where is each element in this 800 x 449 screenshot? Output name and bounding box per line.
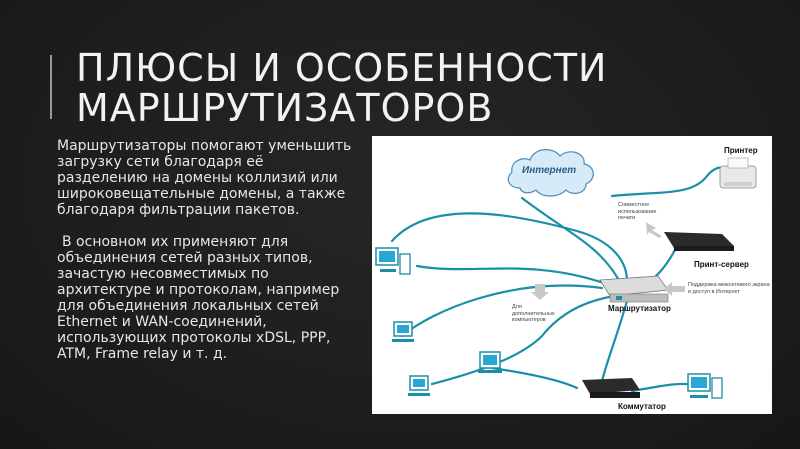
print-server-label: Принт-сервер [694, 260, 749, 269]
computer-icon-5 [687, 373, 723, 399]
printer-label: Принтер [724, 146, 758, 155]
router-icon [599, 275, 669, 303]
title-accent-bar [50, 55, 52, 119]
network-diagram: Интернет Принтер Принт-сервер Маршрутиза… [372, 136, 772, 414]
arrow-firewall-icon [664, 282, 685, 296]
arrow-more-computers-icon [531, 284, 549, 300]
computer-icon-2 [392, 321, 414, 342]
cable-pc1-router [390, 212, 629, 283]
internet-cloud-icon [507, 149, 594, 197]
note-firewall: Поддержка межсетевого экрана и доступ в … [688, 282, 770, 295]
body-paragraph-1: Маршрутизаторы помогают уменьшить загруз… [57, 138, 352, 218]
cable-pc3-router [400, 284, 604, 338]
note-more-computers: Для дополнительных компьютеров [512, 304, 555, 323]
title-line-1: ПЛЮСЫ И ОСОБЕННОСТИ [76, 46, 608, 90]
arrow-shared-printing-icon [646, 222, 662, 238]
internet-label: Интернет [522, 165, 577, 176]
title-line-2: МАРШРУТИЗАТОРОВ [76, 86, 494, 130]
switch-icon [582, 378, 640, 398]
note-shared-printing: Совместное использование печати [618, 202, 657, 221]
slide-title: ПЛЮСЫ И ОСОБЕННОСТИ МАРШРУТИЗАТОРОВ [76, 48, 776, 128]
cables [390, 166, 734, 393]
body-paragraph-2: В основном их применяют для объединения … [57, 234, 340, 362]
cable-pc2-router [415, 264, 614, 288]
computer-icon-3 [478, 351, 502, 373]
annotation-arrows [531, 222, 685, 300]
body-text: Маршрутизаторы помогают уменьшить загруз… [57, 138, 357, 362]
router-label: Маршрутизатор [608, 304, 671, 313]
cable-printserver-printer [610, 166, 734, 198]
computer-icon-4 [408, 375, 430, 396]
switch-label: Коммутатор [618, 402, 666, 411]
printer-icon [719, 157, 757, 189]
cable-router-switch [600, 299, 629, 383]
cable-pc4-switch [490, 366, 579, 390]
print-server-icon [664, 232, 734, 251]
computer-icon-1 [375, 247, 411, 275]
cable-internet-router [520, 196, 624, 288]
network-diagram-graphic [375, 149, 757, 399]
cable-pc4-router [430, 294, 616, 386]
